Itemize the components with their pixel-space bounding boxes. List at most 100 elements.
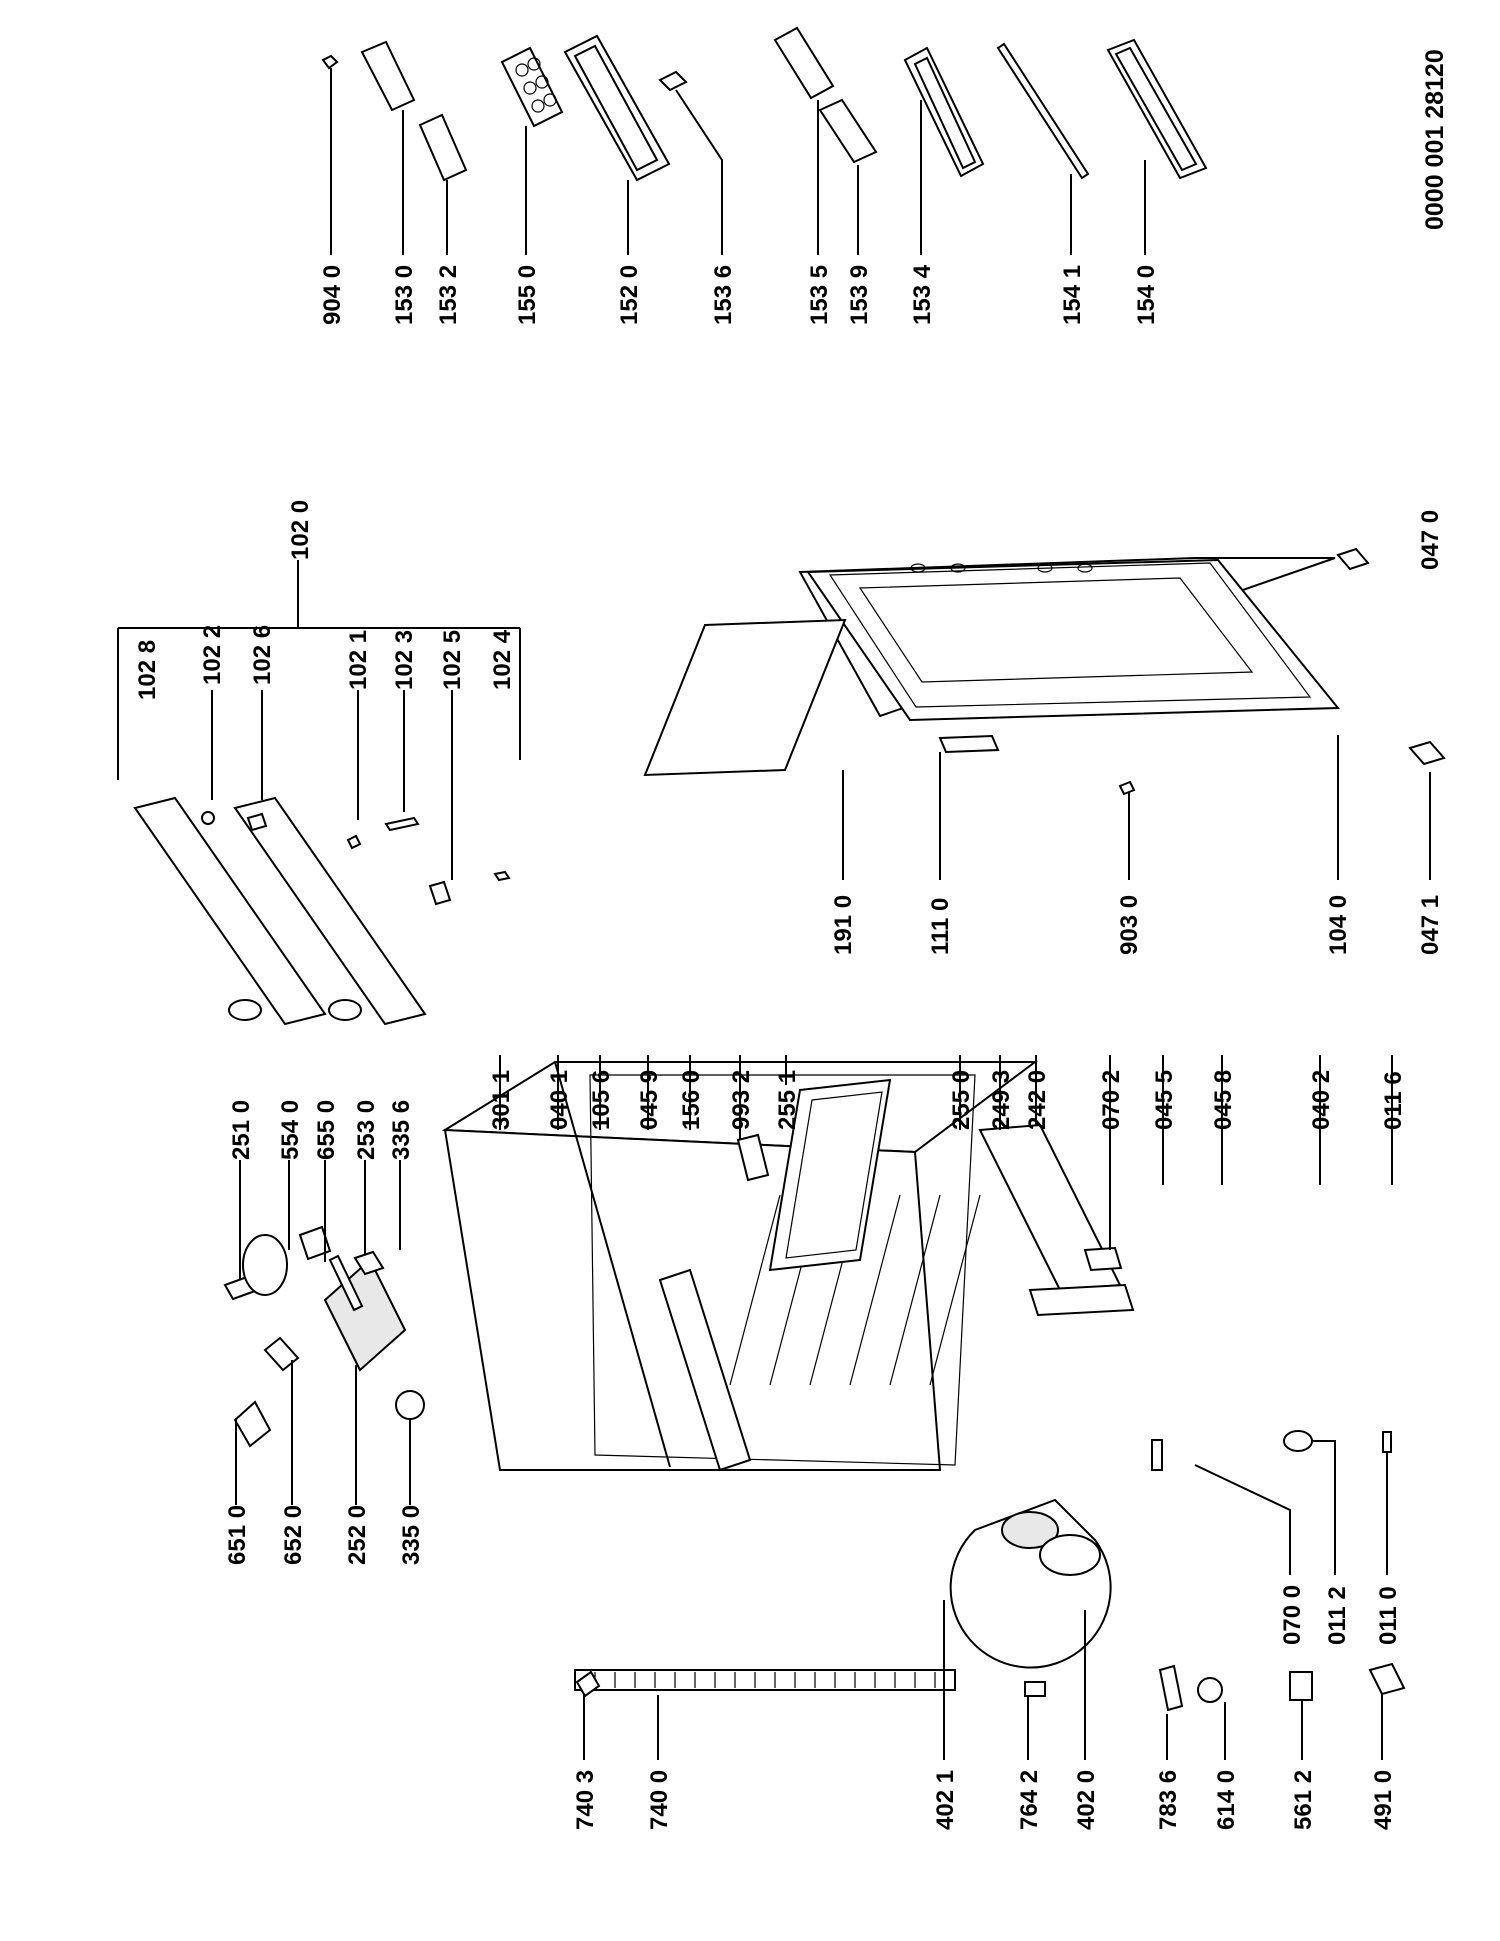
label-652-0: 652 0 bbox=[280, 1505, 307, 1565]
door-drawings bbox=[643, 547, 1446, 796]
label-154-0: 154 0 bbox=[1133, 265, 1160, 325]
part-903-0-drawing bbox=[1118, 780, 1136, 796]
part-614-0-drawing bbox=[1197, 1677, 1223, 1703]
cabinet-labels: 301 1 040 1 105 6 045 9 156 0 993 2 255 … bbox=[488, 1070, 1407, 1130]
label-249-3: 249 3 bbox=[988, 1070, 1015, 1130]
bottom-drawings bbox=[575, 1430, 1406, 1712]
label-153-9: 153 9 bbox=[846, 265, 873, 325]
label-045-8: 045 8 bbox=[1210, 1070, 1237, 1130]
part-154-0-drawing bbox=[1106, 38, 1208, 180]
label-335-6: 335 6 bbox=[388, 1100, 415, 1160]
shelf-lower bbox=[233, 796, 427, 1026]
label-040-1: 040 1 bbox=[546, 1070, 573, 1130]
door-labels: 191 0 111 0 903 0 104 0 047 1 047 0 bbox=[830, 510, 1444, 955]
label-655-0: 655 0 bbox=[313, 1100, 340, 1160]
label-491-0: 491 0 bbox=[1370, 1770, 1397, 1830]
label-561-2: 561 2 bbox=[1290, 1770, 1317, 1830]
label-301-1: 301 1 bbox=[488, 1070, 515, 1130]
part-153-4-drawing bbox=[903, 46, 985, 178]
label-102-4: 102 4 bbox=[489, 629, 516, 690]
part-153-2-drawing bbox=[418, 113, 468, 182]
label-153-0: 153 0 bbox=[391, 265, 418, 325]
part-153-9-drawing bbox=[818, 98, 878, 164]
part-740-3-drawing bbox=[575, 1670, 601, 1698]
part-904-0-drawing bbox=[321, 54, 339, 70]
label-102-3: 102 3 bbox=[391, 630, 418, 690]
label-335-0: 335 0 bbox=[398, 1505, 425, 1565]
cabinet-drawings bbox=[441, 1061, 1135, 1691]
label-102-5: 102 5 bbox=[439, 630, 466, 690]
label-040-2: 040 2 bbox=[1308, 1070, 1335, 1130]
label-070-0: 070 0 bbox=[1279, 1585, 1306, 1645]
part-764-2-drawing bbox=[1024, 1681, 1046, 1697]
shelf-upper bbox=[133, 796, 327, 1026]
label-402-0: 402 0 bbox=[1073, 1770, 1100, 1830]
label-614-0: 614 0 bbox=[1213, 1770, 1240, 1830]
part-011-2-drawing bbox=[1283, 1430, 1313, 1452]
label-252-0: 252 0 bbox=[344, 1505, 371, 1565]
vent-grille bbox=[658, 1268, 752, 1472]
label-102-0: 102 0 bbox=[287, 500, 314, 560]
label-102-2: 102 2 bbox=[199, 625, 226, 685]
label-045-9: 045 9 bbox=[636, 1070, 663, 1130]
label-740-3: 740 3 bbox=[572, 1770, 599, 1830]
label-011-0: 011 0 bbox=[1375, 1586, 1402, 1645]
label-402-1: 402 1 bbox=[932, 1770, 959, 1830]
shelf-group-labels: 102 8 102 2 102 6 102 1 102 3 102 5 102 … bbox=[134, 500, 516, 700]
lamp-housing-156-0 bbox=[736, 1133, 770, 1182]
label-154-1: 154 1 bbox=[1059, 265, 1086, 325]
part-152-0-drawing bbox=[563, 34, 671, 182]
shelf-group-bracket bbox=[117, 560, 521, 880]
label-152-0: 152 0 bbox=[616, 265, 643, 325]
label-191-0: 191 0 bbox=[830, 895, 857, 955]
label-045-5: 045 5 bbox=[1151, 1070, 1178, 1130]
label-253-0: 253 0 bbox=[353, 1100, 380, 1160]
label-102-1: 102 1 bbox=[345, 630, 372, 690]
label-554-0: 554 0 bbox=[277, 1100, 304, 1160]
label-070-2: 070 2 bbox=[1098, 1070, 1125, 1130]
label-105-6: 105 6 bbox=[588, 1070, 615, 1130]
top-leader-lines bbox=[330, 68, 1146, 255]
label-104-0: 104 0 bbox=[1325, 895, 1352, 955]
top-labels: 904 0 153 0 153 2 155 0 152 0 153 6 153 … bbox=[319, 264, 1160, 325]
door-leader-lines bbox=[842, 735, 1431, 880]
label-102-8: 102 8 bbox=[134, 640, 161, 700]
bottom-leader-lines bbox=[583, 1440, 1388, 1760]
label-904-0: 904 0 bbox=[319, 265, 346, 325]
part-491-0-drawing bbox=[1368, 1662, 1406, 1696]
label-153-4: 153 4 bbox=[909, 264, 936, 325]
condenser-coil-lines bbox=[594, 1672, 936, 1688]
part-153-6-drawing bbox=[658, 70, 688, 92]
shelf-group-drawings bbox=[133, 796, 511, 1026]
label-903-0: 903 0 bbox=[1116, 895, 1143, 955]
part-153-0-drawing bbox=[360, 40, 416, 112]
document-code: 0000 001 28120 bbox=[1421, 49, 1449, 230]
crisper-cover-070-0 bbox=[1028, 1283, 1135, 1317]
label-651-0: 651 0 bbox=[224, 1505, 251, 1565]
label-993-2: 993 2 bbox=[728, 1070, 755, 1130]
label-153-5: 153 5 bbox=[806, 265, 833, 325]
part-554-0-drawing bbox=[242, 1234, 288, 1296]
door-gasket-191-0 bbox=[643, 618, 847, 777]
label-011-6: 011 6 bbox=[1380, 1071, 1407, 1130]
label-047-0: 047 0 bbox=[1417, 510, 1444, 570]
door-handle-111-0 bbox=[938, 734, 1000, 754]
part-783-6-drawing bbox=[1158, 1664, 1184, 1712]
label-111-0: 111 0 bbox=[927, 898, 954, 955]
label-783-6: 783 6 bbox=[1155, 1770, 1182, 1830]
part-154-1-drawing bbox=[996, 42, 1090, 180]
part-011-0-drawing bbox=[1382, 1431, 1392, 1453]
upper-left-labels: 651 0 652 0 252 0 335 0 251 0 554 0 655 … bbox=[224, 1100, 425, 1565]
label-255-0: 255 0 bbox=[948, 1070, 975, 1130]
label-153-6: 153 6 bbox=[710, 265, 737, 325]
label-251-0: 251 0 bbox=[228, 1100, 255, 1160]
part-651-0-drawing bbox=[233, 1400, 272, 1448]
top-parts-drawings bbox=[321, 26, 1208, 182]
label-153-2: 153 2 bbox=[435, 265, 462, 325]
upper-left-drawings bbox=[223, 1225, 425, 1448]
label-156-0: 156 0 bbox=[678, 1070, 705, 1130]
bottom-labels: 070 0 011 2 011 0 740 3 740 0 402 1 764 … bbox=[572, 1585, 1402, 1830]
label-764-2: 764 2 bbox=[1016, 1770, 1043, 1830]
